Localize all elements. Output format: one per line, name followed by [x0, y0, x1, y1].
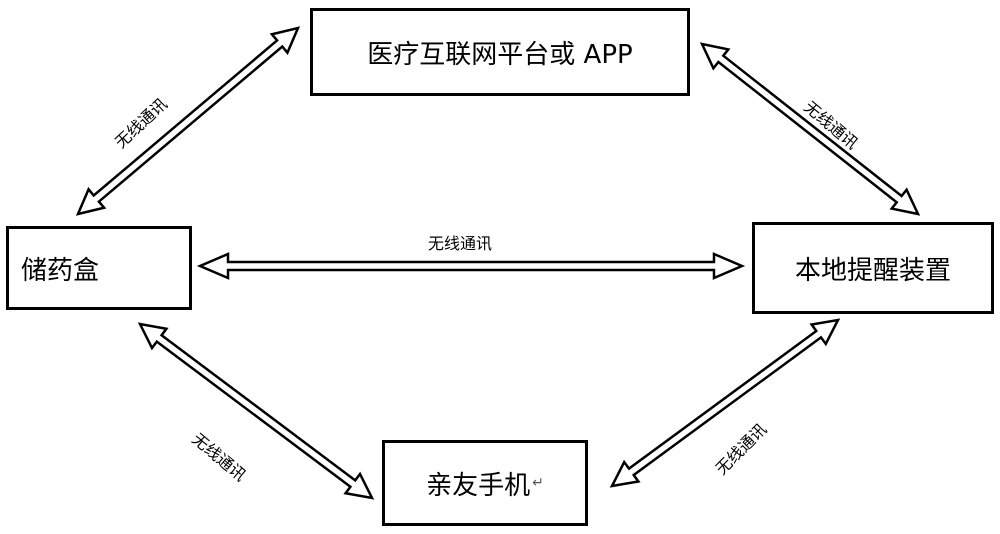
arrow-reminder-phone — [609, 318, 841, 488]
return-mark: ↵ — [532, 475, 544, 491]
edge-label-pillbox-reminder: 无线通讯 — [428, 234, 493, 253]
arrow-platform-reminder — [699, 42, 921, 216]
arrow-pillbox-reminder — [196, 252, 746, 280]
node-family-phone: 亲友手机↵ — [382, 440, 588, 526]
node-medical-platform-label: 医疗互联网平台或 APP — [367, 39, 633, 70]
arrow-pillbox-phone — [137, 322, 375, 500]
node-local-reminder-label: 本地提醒装置 — [794, 255, 951, 286]
arrow-pillbox-platform — [75, 26, 301, 216]
node-medical-platform: 医疗互联网平台或 APP — [310, 8, 690, 96]
node-local-reminder: 本地提醒装置 — [752, 222, 994, 314]
node-pillbox: 储药盒 — [6, 226, 192, 310]
node-pillbox-label: 储药盒 — [21, 255, 100, 286]
node-family-phone-label: 亲友手机 — [426, 470, 531, 501]
